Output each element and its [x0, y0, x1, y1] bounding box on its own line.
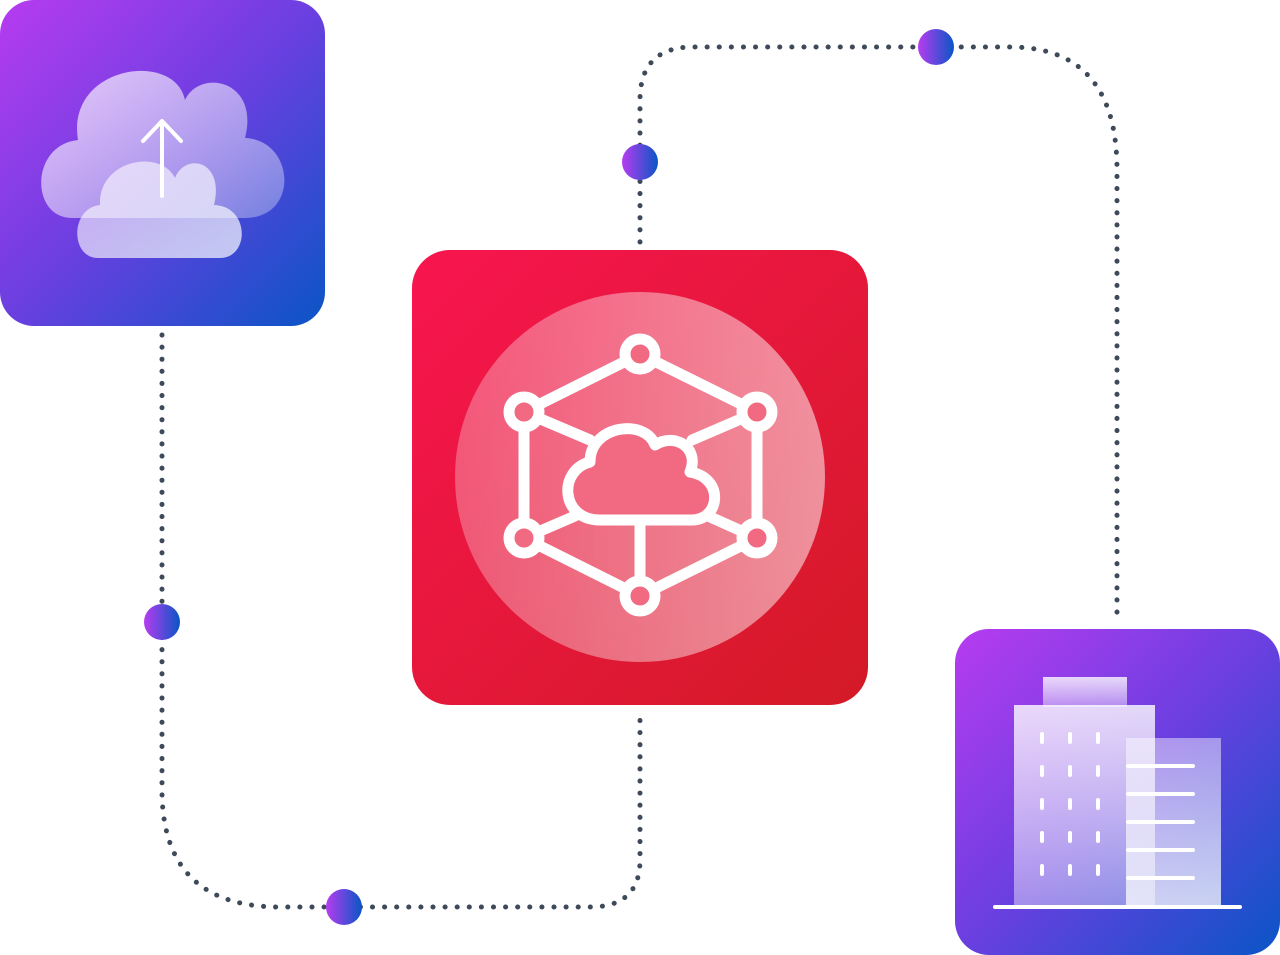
office-building-tile — [955, 629, 1280, 955]
connector-upload-to-network — [159, 332, 643, 910]
connector-network-to-building — [637, 44, 1120, 625]
cloud-network-tile — [412, 250, 868, 705]
cloud-network-icon — [503, 333, 778, 617]
connector-markers — [144, 29, 954, 925]
cloud-upload-icon — [41, 70, 285, 258]
connector-marker — [144, 604, 180, 640]
connector-marker — [326, 889, 362, 925]
connector-marker — [918, 29, 954, 65]
office-building-icon — [993, 677, 1242, 909]
connector-lines — [159, 44, 1120, 910]
cloud-upload-tile — [0, 0, 325, 326]
connector-marker — [622, 144, 658, 180]
